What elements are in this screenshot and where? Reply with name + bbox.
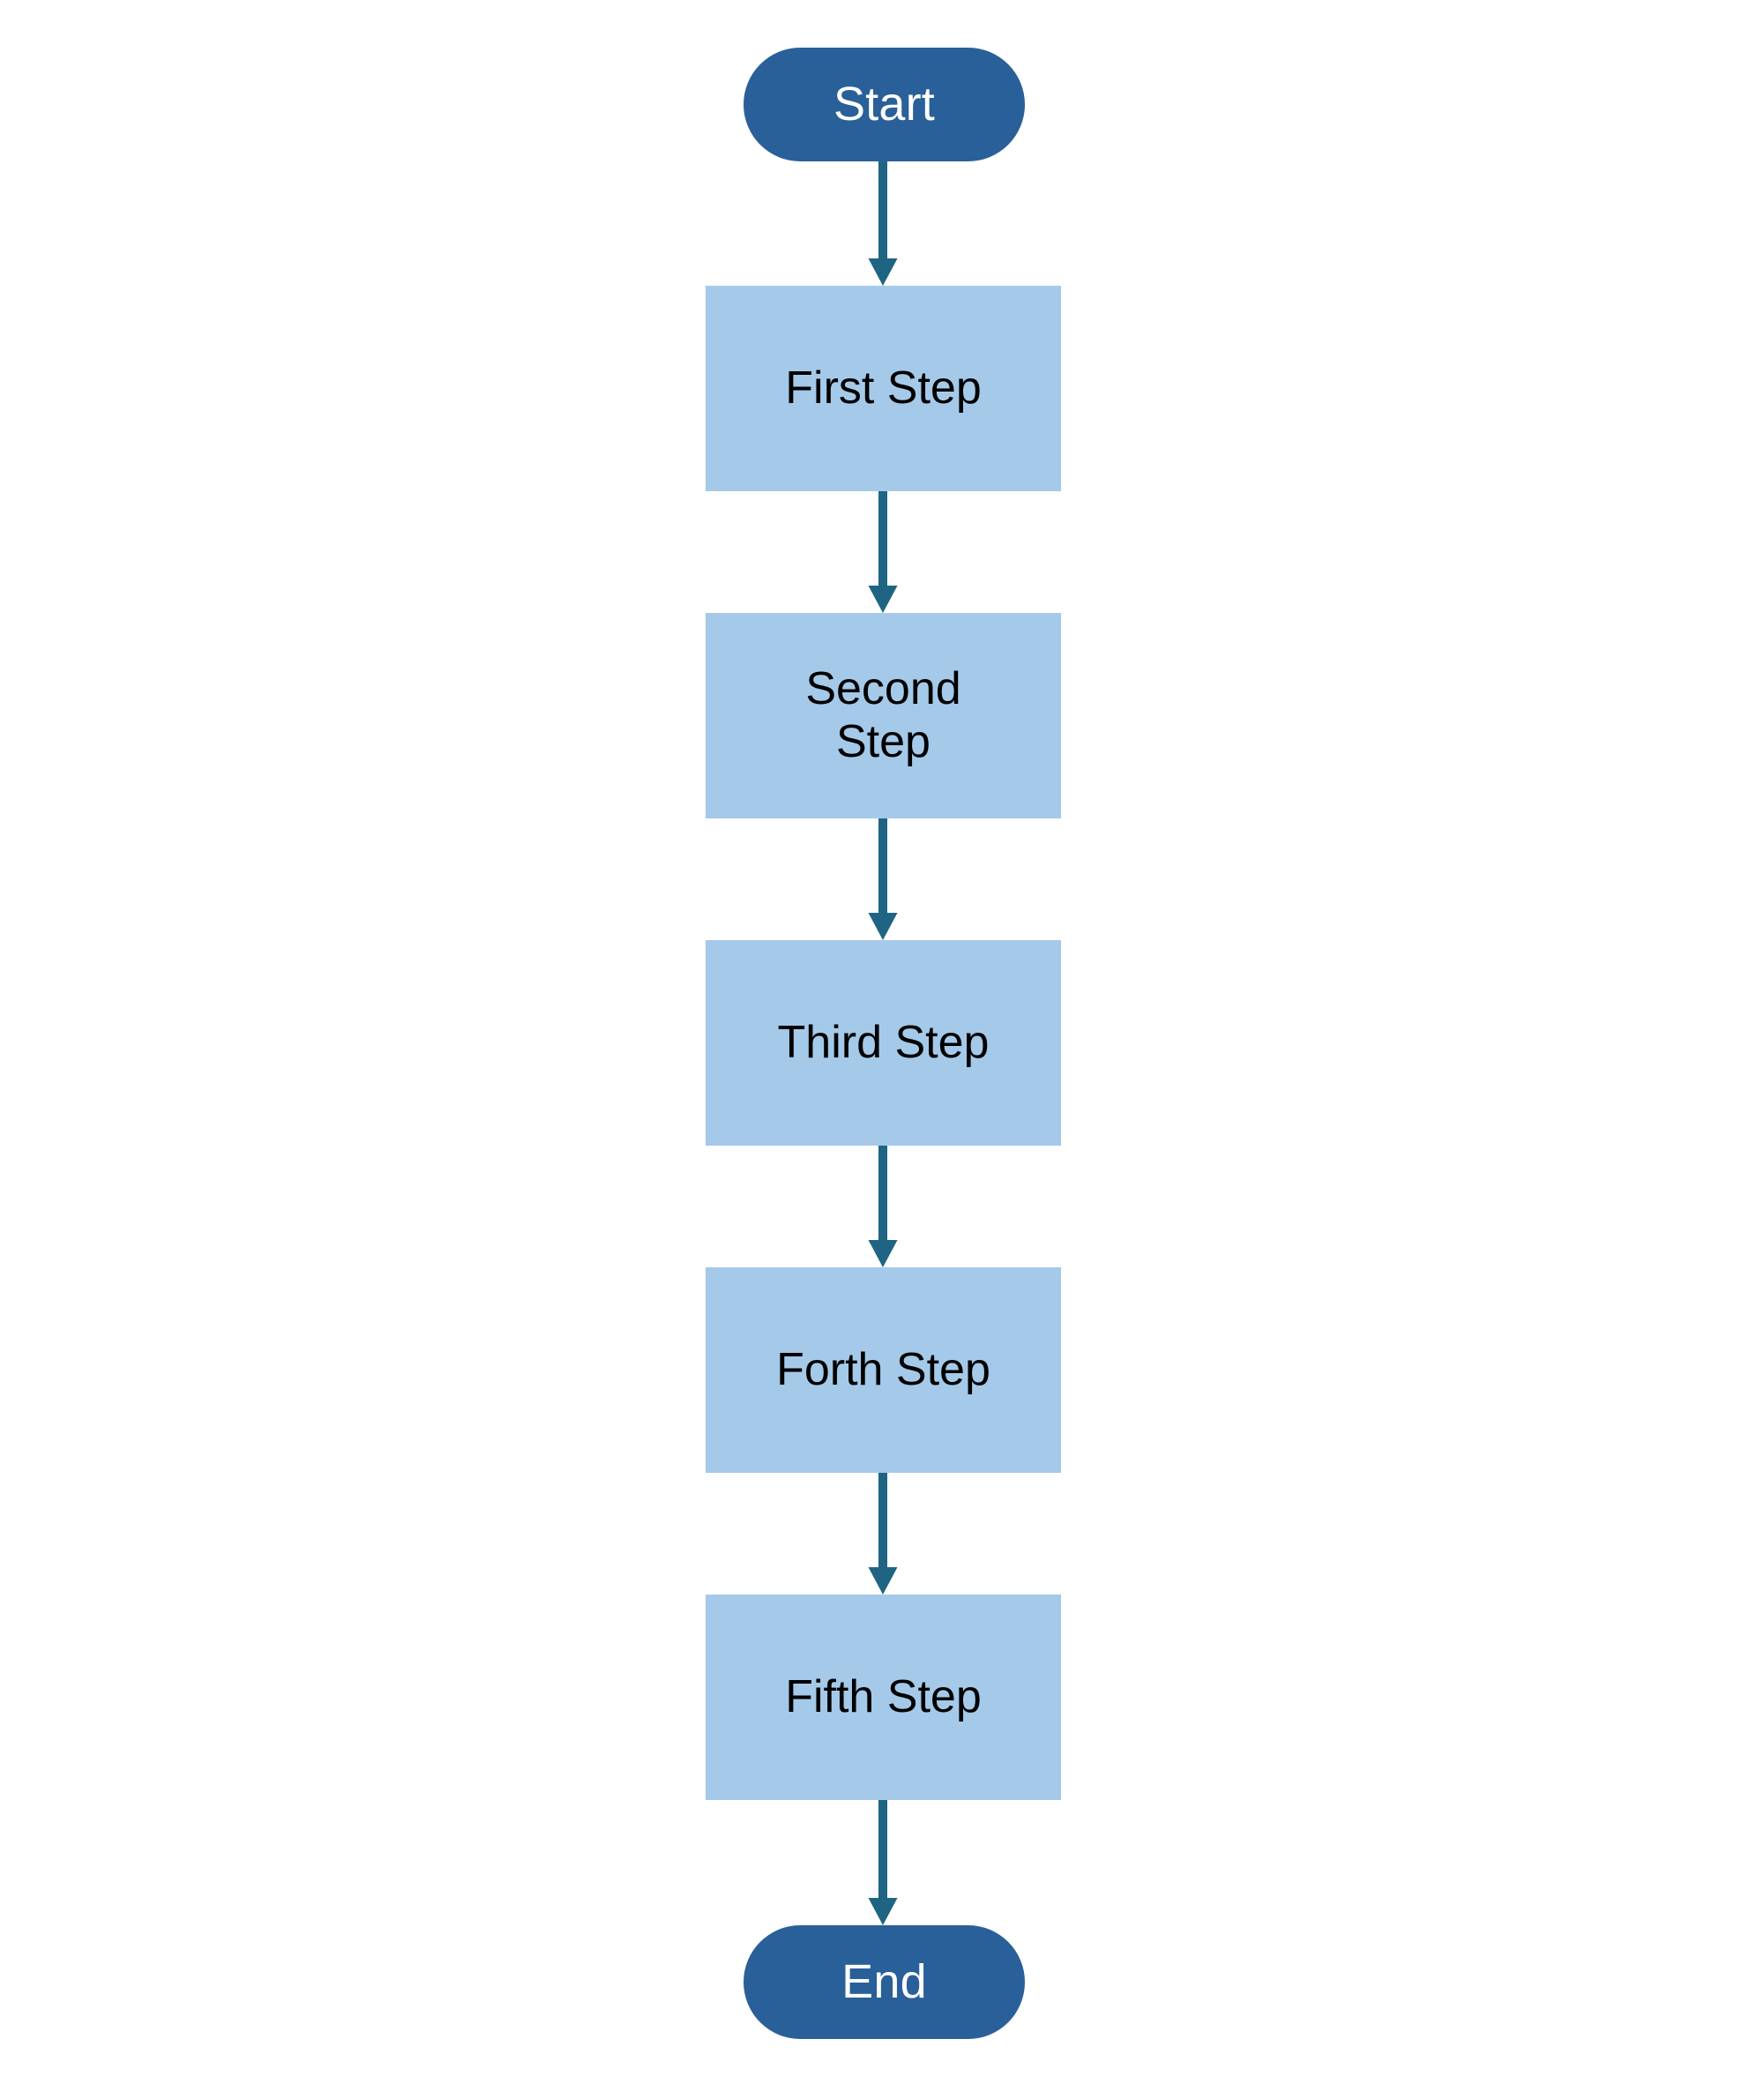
node-forth-step[interactable]: Forth Step xyxy=(706,1267,1061,1473)
node-start-label: Start xyxy=(833,77,936,131)
node-fifth-step-label: Fifth Step xyxy=(785,1670,982,1722)
connector-first-step-to-second-step xyxy=(854,491,912,613)
connector-third-step-to-forth-step xyxy=(854,1146,912,1267)
node-end-label: End xyxy=(841,1954,927,2008)
node-first-step-label: First Step xyxy=(785,362,982,414)
node-third-step[interactable]: Third Step xyxy=(706,940,1061,1146)
connector-start-to-first-step xyxy=(854,161,912,286)
node-forth-step-label: Forth Step xyxy=(776,1343,990,1395)
connector-fifth-step-to-end xyxy=(854,1800,912,1925)
node-start[interactable]: Start xyxy=(744,48,1025,161)
connector-forth-step-to-fifth-step xyxy=(854,1473,912,1595)
connector-second-step-to-third-step xyxy=(854,818,912,940)
node-second-step[interactable]: Second Step xyxy=(706,613,1061,818)
node-fifth-step[interactable]: Fifth Step xyxy=(706,1595,1061,1800)
node-third-step-label: Third Step xyxy=(777,1016,990,1068)
node-first-step[interactable]: First Step xyxy=(706,286,1061,491)
node-second-step-label: Second Step xyxy=(805,662,961,767)
node-end[interactable]: End xyxy=(744,1925,1025,2039)
